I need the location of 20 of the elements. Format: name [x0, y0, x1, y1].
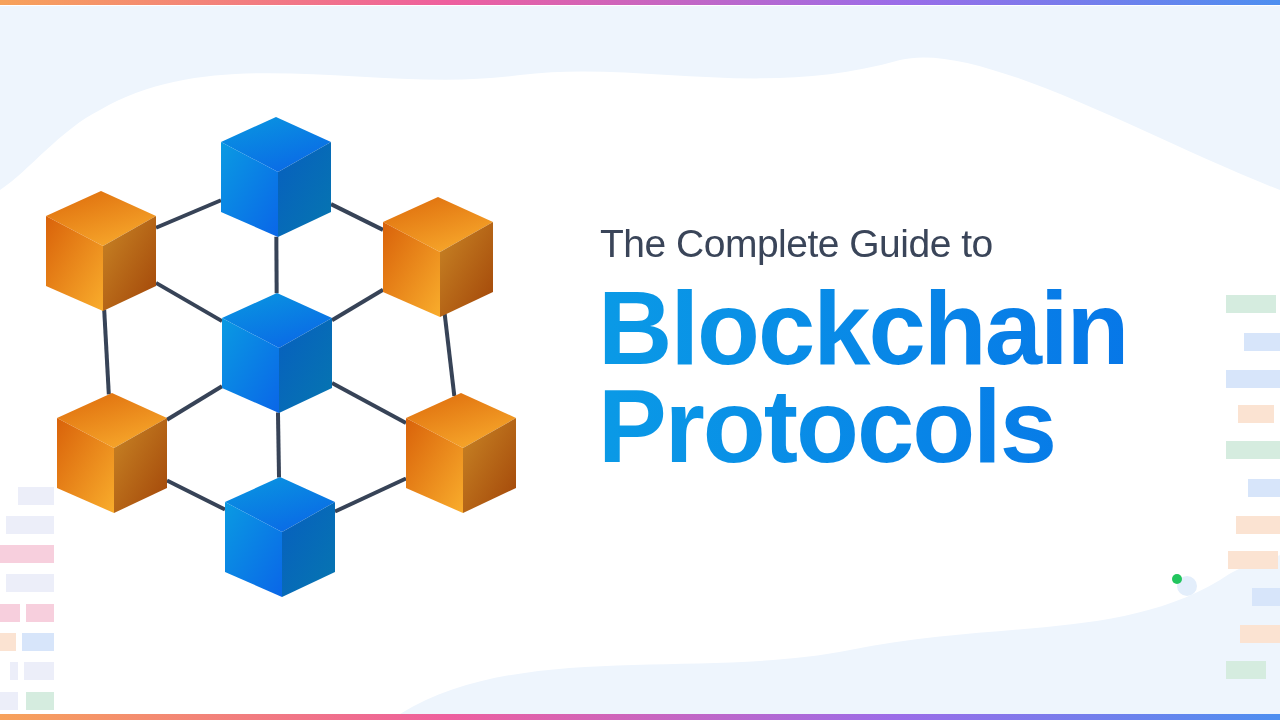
- connector-line: [155, 281, 223, 323]
- connector-line: [334, 476, 407, 514]
- subtitle: The Complete Guide to: [600, 222, 993, 266]
- connector-line: [166, 478, 226, 512]
- cube-block: [225, 477, 335, 597]
- connector-line: [275, 412, 282, 478]
- connector-line: [331, 381, 407, 425]
- cube-block: [383, 197, 493, 317]
- connector-line: [155, 198, 222, 230]
- connector-line: [330, 288, 385, 322]
- connector-line: [442, 313, 457, 397]
- cube-block: [406, 393, 516, 513]
- connector-line: [274, 236, 279, 294]
- cube-block: [222, 293, 332, 413]
- connector-line: [330, 202, 384, 232]
- cube-block: [221, 117, 331, 237]
- cube-block: [46, 191, 156, 311]
- connector-line: [102, 309, 111, 395]
- cube-block: [57, 393, 167, 513]
- connector-line: [165, 384, 224, 422]
